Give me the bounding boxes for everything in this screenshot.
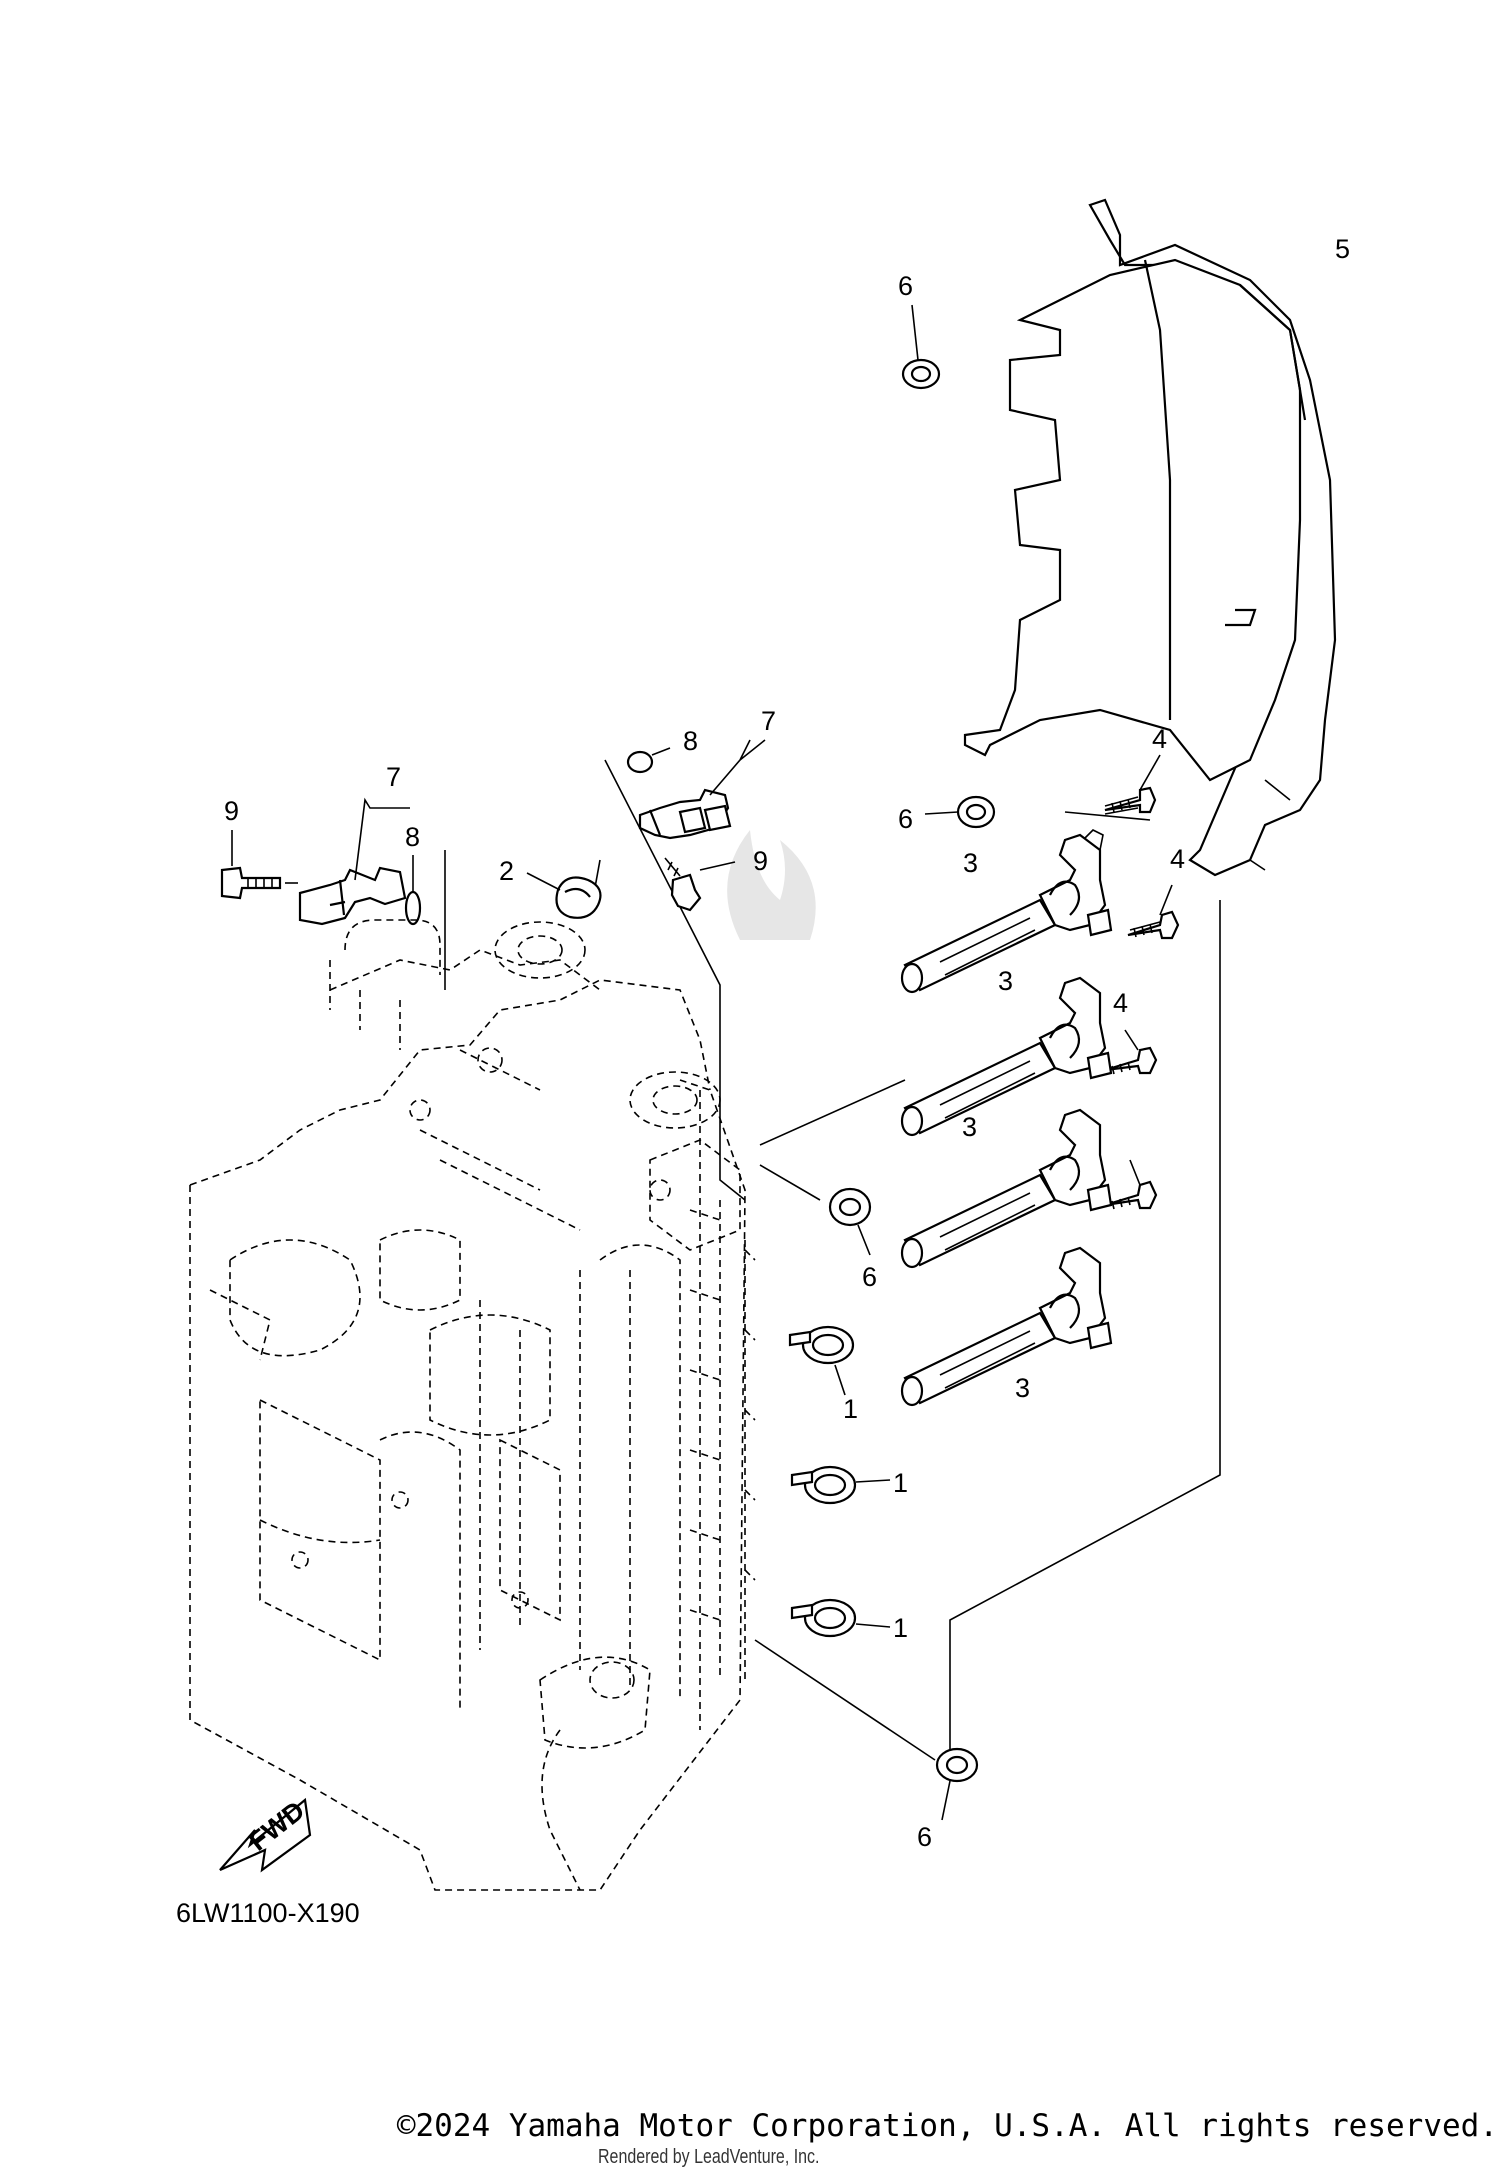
part-8-oring-left <box>404 855 422 926</box>
figure-code: 6LW1100-X190 <box>176 1898 360 1928</box>
callout-4: 4 <box>1152 724 1167 754</box>
part-4-bolt-d <box>1104 1159 1158 1210</box>
callout-1: 1 <box>893 1468 908 1498</box>
leader-lines <box>444 759 1221 1761</box>
copyright-notice: ©2024 Yamaha Motor Corporation, U.S.A. A… <box>396 2108 1498 2144</box>
part-6-grommet-top <box>901 304 941 390</box>
part-9-bolt-top <box>664 857 736 912</box>
rendered-by-note: Rendered by LeadVenture, Inc. <box>598 2146 820 2168</box>
callout-4: 4 <box>1113 988 1128 1018</box>
part-8-oring-top <box>626 747 671 774</box>
watermark-logo <box>727 830 816 940</box>
part-6-grommet-bottom <box>935 1747 979 1821</box>
callout-3: 3 <box>1015 1373 1030 1403</box>
fwd-arrow-icon: FWD <box>219 1795 312 1873</box>
part-5-cover <box>963 198 1337 877</box>
callout-3: 3 <box>998 966 1013 996</box>
part-7-sensor-top <box>638 739 766 840</box>
part-1-clamp-a <box>788 1325 855 1396</box>
callout-numbers: 5 6 6 6 6 4 4 4 4 3 3 3 3 1 1 1 2 7 7 8 … <box>224 234 1350 1852</box>
callout-6: 6 <box>898 271 913 301</box>
callout-6: 6 <box>917 1822 932 1852</box>
part-6-grommet-lower <box>828 1187 872 1256</box>
engine-block <box>189 919 756 1891</box>
part-6-grommet-mid <box>924 795 996 829</box>
callout-6: 6 <box>898 804 913 834</box>
callout-8: 8 <box>405 822 420 852</box>
callout-2: 2 <box>499 856 514 886</box>
part-4-bolt-a <box>1104 754 1161 815</box>
callout-9: 9 <box>753 846 768 876</box>
part-4-bolt-c <box>1104 1029 1158 1075</box>
part-9-bolt-left <box>220 830 298 900</box>
part-1-clamp-b <box>790 1465 891 1505</box>
part-3-ignition-coil-a <box>900 829 1113 994</box>
callout-1: 1 <box>893 1613 908 1643</box>
callout-9: 9 <box>224 796 239 826</box>
callout-6: 6 <box>862 1262 877 1292</box>
part-4-bolt-b <box>1127 884 1180 940</box>
part-2-clip <box>526 872 602 919</box>
callout-3: 3 <box>963 848 978 878</box>
callout-3: 3 <box>962 1112 977 1142</box>
callout-5: 5 <box>1335 234 1350 264</box>
callout-7: 7 <box>761 706 776 736</box>
part-7-sensor-left <box>298 797 410 926</box>
part-1-clamp-c <box>790 1598 891 1638</box>
part-3-ignition-coil-b <box>900 976 1113 1137</box>
part-3-ignition-coil-d <box>900 1246 1113 1407</box>
callout-4: 4 <box>1170 844 1185 874</box>
part-3-ignition-coil-c <box>900 1108 1113 1269</box>
callout-8: 8 <box>683 726 698 756</box>
callout-1: 1 <box>843 1394 858 1424</box>
callout-7: 7 <box>386 762 401 792</box>
